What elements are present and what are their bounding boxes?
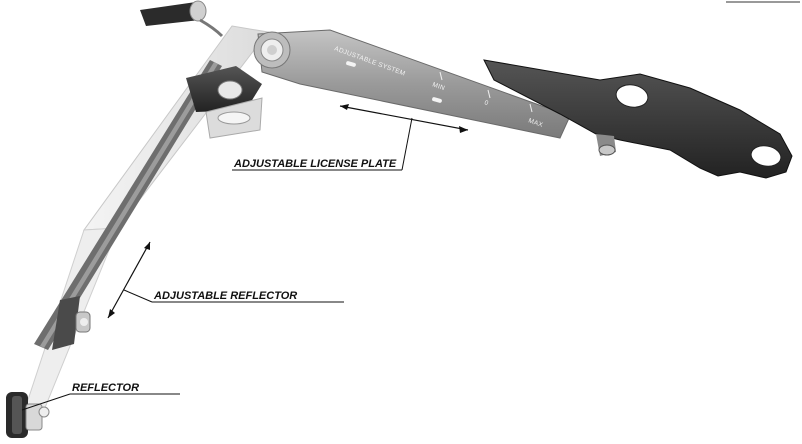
arm-label-min: MIN (431, 81, 445, 92)
reflector-bracket (52, 296, 91, 350)
reflector (6, 392, 50, 438)
mounting-bracket (483, 59, 793, 179)
callout-label-reflector: REFLECTOR (72, 382, 139, 394)
arm-label-zero: 0 (483, 99, 489, 107)
callout-adjustable-reflector: ADJUSTABLE REFLECTOR (107, 241, 344, 319)
mounting-knob (140, 0, 224, 38)
arm-label-max: MAX (527, 117, 544, 129)
pivot-bracket (186, 66, 263, 139)
plate-holder-edge (34, 60, 222, 350)
callout-license-plate: ADJUSTABLE LICENSE PLATE (232, 104, 469, 171)
adjustable-arm: ADJUSTABLE SYSTEM MIN 0 MAX (253, 29, 571, 139)
callout-label-adjustable-reflector: ADJUSTABLE REFLECTOR (153, 290, 297, 302)
callout-label-license-plate: ADJUSTABLE LICENSE PLATE (233, 158, 397, 170)
callout-reflector: REFLECTOR (21, 382, 180, 411)
